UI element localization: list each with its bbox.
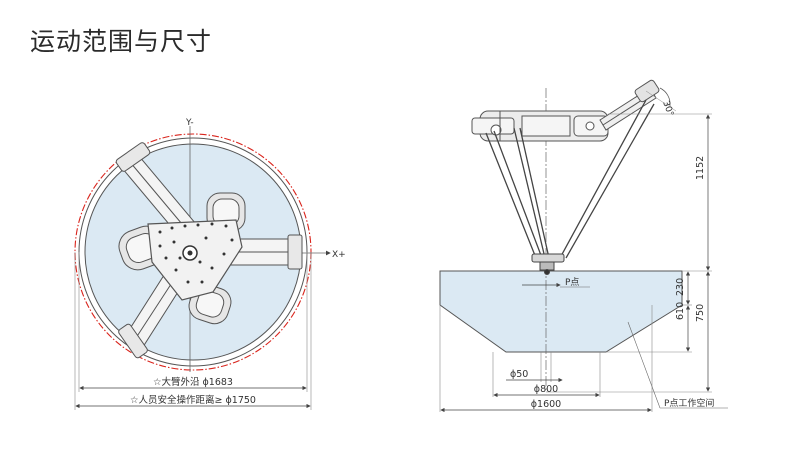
dim-safety-label: ☆人员安全操作距离≥ ϕ1750 (130, 394, 256, 406)
dim-d1600-label: ϕ1600 (531, 399, 561, 410)
workspace-region (439, 270, 683, 353)
page-title: 运动范围与尺寸 (30, 27, 213, 56)
dim-230-label: 230 (675, 278, 686, 296)
forearm-rods (485, 99, 655, 259)
dim-d800-label: ϕ800 (534, 384, 558, 395)
base-holes (158, 222, 234, 284)
moving-platform (531, 253, 565, 275)
dim-1152-label: 1152 (695, 156, 706, 180)
lower-arm (118, 271, 184, 359)
dim-750-label: 750 (695, 304, 706, 322)
p-point-label: P点 (565, 277, 579, 288)
top-view: Y- X+ (74, 118, 346, 410)
base-plate (147, 219, 243, 301)
dim-d50-label: ϕ50 (510, 369, 528, 380)
side-view: 30° P点 1152 230 610 (439, 79, 728, 413)
y-axis-label: Y- (185, 118, 194, 128)
x-axis-label: X+ (332, 250, 346, 260)
center-hub-inner (187, 250, 193, 256)
robot-base (471, 110, 609, 142)
tilted-upper-arm (599, 79, 660, 131)
workspace-label: P点工作空间 (664, 397, 714, 409)
dim-arm-edge-label: ☆大臂外沿 ϕ1683 (153, 376, 233, 388)
angle-ref-line (645, 90, 677, 112)
workspace-leader (627, 321, 661, 409)
upper-arm (115, 142, 197, 237)
angle-arc (659, 87, 671, 107)
dim-610-label: 610 (675, 302, 686, 320)
angle-label: 30° (660, 100, 675, 118)
